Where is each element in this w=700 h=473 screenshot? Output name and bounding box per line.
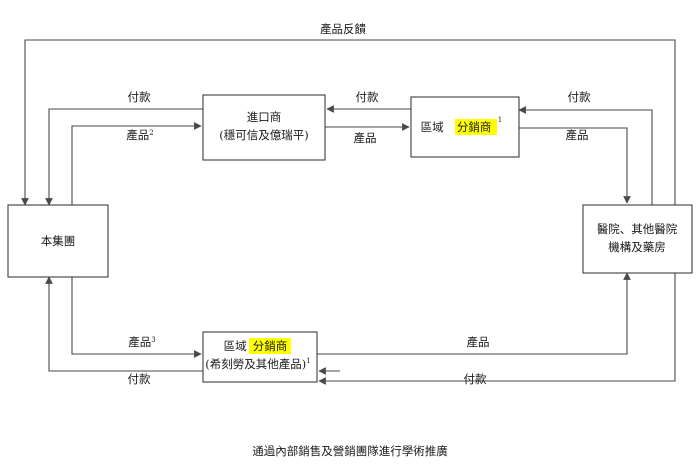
- edge-label-product-feedback: 產品反饋: [320, 22, 366, 36]
- node-hospital-label-line1: 醫院、其他醫院: [597, 222, 678, 236]
- edge-label-payment-distributor-importer: 付款: [356, 90, 379, 104]
- edge-label-product-group-importer-text: 產品: [126, 128, 149, 142]
- node-regional-distributor-bottom-highlight: [249, 338, 291, 354]
- node-hospital-label-line2: 機構及藥房: [608, 240, 666, 254]
- node-regional-distributor-bottom-label-line1: 區域 分銷商: [224, 339, 288, 353]
- edge-label-product-group-distributor-bottom: 產品3: [128, 335, 155, 349]
- edge-payment-importer-group-path: [45, 108, 203, 206]
- edge-payment-hospital-distributor-bottom-path: [318, 273, 676, 385]
- distributor-bottom-highlighted: 分銷商: [253, 339, 288, 353]
- node-hospital-box[interactable]: [582, 204, 693, 274]
- edge-label-product-group-distributor-bottom-sup: 3: [151, 336, 155, 344]
- distributor-top-highlighted: 分銷商: [457, 120, 492, 134]
- node-regional-distributor-bottom-label-line2: (希刻勞及其他產品)1: [205, 357, 310, 371]
- edge-label-product-distributor-bottom-hospital: 產品: [467, 335, 490, 349]
- edge-label-product-group-importer: 產品2: [126, 128, 153, 142]
- distributor-bottom-prefix: 區域: [224, 339, 247, 353]
- edge-label-product-distributor-top-hospital: 產品: [566, 128, 589, 142]
- edge-product-distributor-bottom-hospital-path: [317, 272, 631, 355]
- edge-label-product-group-distributor-bottom-text: 產品: [128, 335, 151, 349]
- node-regional-distributor-top-label: 區域 分銷商 1: [421, 116, 503, 134]
- edge-label-product-importer-distributor: 產品: [354, 131, 377, 145]
- edge-product-group-importer-path: [71, 122, 202, 205]
- edge-payment-distributor-bottom-group-path: [45, 276, 203, 372]
- node-our-group-box[interactable]: [7, 204, 109, 278]
- edge-product-feedback-path: [21, 39, 676, 206]
- node-our-group-label: 本集團: [41, 234, 76, 248]
- edge-product-group-distributor-bottom-path: [71, 275, 202, 358]
- edge-label-product-group-importer-sup: 2: [149, 129, 153, 137]
- distributor-top-superscript: 1: [498, 116, 502, 124]
- node-importer-box[interactable]: [202, 94, 326, 161]
- distributor-top-prefix: 區域: [421, 120, 444, 134]
- diagram-caption: 通過內部銷售及營銷團隊進行學術推廣: [252, 444, 448, 458]
- node-importer-label-line2: (穩可信及億瑞平): [219, 128, 308, 142]
- distributor-bottom-sub: (希刻勞及其他產品): [205, 357, 306, 371]
- edge-label-payment-hospital-distributor-top: 付款: [568, 90, 591, 104]
- edge-payment-hospital-distributor-top-path: [518, 106, 653, 205]
- node-importer-label-line1: 進口商: [247, 110, 282, 124]
- edge-label-payment-hospital-distributor-bottom: 付款: [464, 372, 487, 386]
- edge-label-payment-importer-group: 付款: [128, 90, 151, 104]
- node-regional-distributor-top-highlight: [455, 119, 497, 135]
- edge-product-distributor-top-hospital-path: [517, 127, 631, 204]
- distributor-bottom-superscript: 1: [306, 357, 310, 365]
- edge-label-payment-distributor-bottom-group: 付款: [128, 372, 151, 386]
